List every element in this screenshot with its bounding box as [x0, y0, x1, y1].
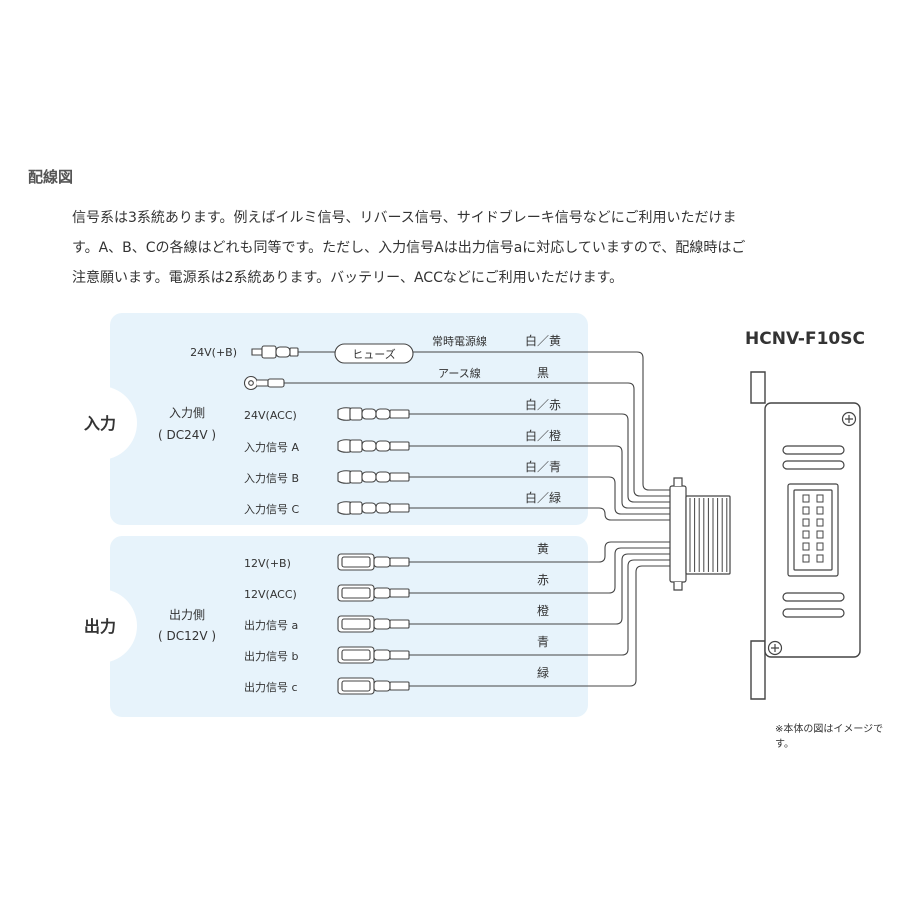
- socket-pin-10: [816, 542, 824, 551]
- description: 信号系は3系統あります。例えばイルミ信号、リバース信号、サイドブレーキ信号などに…: [72, 203, 867, 293]
- input-wire-5: [409, 476, 670, 515]
- socket-pin-2: [816, 494, 824, 503]
- socket-pin-1: [802, 494, 810, 503]
- ground-ring-terminal: [243, 375, 285, 391]
- input-wire-label-4: 入力信号 A: [244, 441, 299, 454]
- socket-pin-8: [816, 530, 824, 539]
- output-terminal-4: [337, 646, 410, 664]
- output-wire-color-3: 橙: [537, 603, 549, 618]
- connector-slots: [689, 498, 728, 572]
- output-wire-color-5: 緑: [537, 665, 549, 680]
- input-side-label: 入力側: [169, 406, 205, 420]
- output-wire-5: [409, 565, 670, 687]
- output-wire-label-1: 12V(+B): [244, 557, 291, 570]
- device-socket-pins: [802, 494, 824, 563]
- output-side-voltage: ( DC12V ): [158, 629, 216, 643]
- output-terminal-5: [337, 677, 410, 695]
- device-vents-top: [782, 445, 845, 470]
- output-wire-label-5: 出力信号 c: [244, 680, 298, 694]
- input-terminal-3: [337, 407, 410, 421]
- input-wire-3: [409, 413, 670, 503]
- wire-group: [284, 351, 670, 687]
- input-wire-6: [409, 507, 670, 521]
- socket-pin-7: [802, 530, 810, 539]
- socket-pin-12: [816, 554, 824, 563]
- output-wire-color-2: 赤: [537, 573, 549, 587]
- harness-connector: [669, 477, 731, 591]
- input-badge-label: 入力: [84, 414, 116, 433]
- input-terminal-5: [337, 470, 410, 484]
- socket-pin-4: [816, 506, 824, 515]
- input-wire-color-3: 白／赤: [525, 397, 561, 412]
- output-wire-color-4: 青: [537, 635, 549, 649]
- image-note: ※本体の図はイメージです。: [775, 724, 884, 750]
- input-wire-color-4: 白／橙: [525, 428, 561, 443]
- terminal-group: [251, 345, 410, 695]
- input-wire-color-5: 白／青: [525, 459, 561, 474]
- input-wire-color-2: 黒: [537, 366, 549, 380]
- input-wire-1: [323, 351, 670, 491]
- input-wire-desc-2: アース線: [438, 366, 481, 380]
- input-wire-desc-1: 常時電源線: [432, 334, 487, 348]
- output-wire-label-4: 出力信号 b: [244, 649, 298, 663]
- output-side-label: 出力側: [169, 608, 205, 622]
- input-wire-label-5: 入力信号 B: [244, 472, 299, 485]
- output-terminal-2: [337, 584, 410, 602]
- description-line-1: 信号系は3系統あります。例えばイルミ信号、リバース信号、サイドブレーキ信号などに…: [72, 210, 737, 226]
- description-line-3: 注意願います。電源系は2系統あります。バッテリー、ACCなどにご利用いただけます…: [72, 270, 624, 286]
- socket-pin-5: [802, 518, 810, 527]
- socket-pin-11: [802, 554, 810, 563]
- output-wire-label-2: 12V(ACC): [244, 588, 297, 601]
- diagram-title: 配線図: [28, 168, 74, 186]
- socket-pin-3: [802, 506, 810, 515]
- input-wire-2: [284, 382, 670, 497]
- input-terminal-4: [337, 439, 410, 453]
- input-wire-label-1: 24V(+B): [190, 346, 237, 359]
- input-wire-label-3: 24V(ACC): [244, 409, 297, 422]
- output-wire-label-3: 出力信号 a: [244, 618, 298, 632]
- input-wire-4: [409, 445, 670, 509]
- output-badge-label: 出力: [84, 617, 116, 636]
- output-wire-color-1: 黄: [537, 542, 549, 556]
- socket-pin-9: [802, 542, 810, 551]
- input-wire-color-6: 白／緑: [525, 490, 561, 505]
- input-terminal-1: [251, 345, 299, 359]
- output-wire-2: [409, 547, 670, 594]
- input-terminal-6: [337, 501, 410, 515]
- device-screw-bottom-icon: [767, 640, 783, 656]
- input-wire-label-6: 入力信号 C: [244, 503, 299, 516]
- fuse-box: [334, 343, 414, 364]
- device-socket: [787, 483, 839, 577]
- description-line-2: す。A、B、Cの各線はどれも同等です。ただし、入力信号Aは出力信号aに対応してい…: [72, 240, 746, 256]
- socket-pin-6: [816, 518, 824, 527]
- output-wire-4: [409, 559, 670, 656]
- input-badge: [63, 386, 137, 460]
- model-name: HCNV-F10SC: [745, 329, 865, 349]
- device-vents-bottom: [782, 592, 845, 618]
- output-badge: [63, 589, 137, 663]
- output-terminal-1: [337, 553, 410, 571]
- input-wire-color-1: 白／黄: [525, 333, 561, 348]
- fuse-label: ヒューズ: [352, 347, 395, 361]
- output-wire-3: [409, 553, 670, 625]
- output-terminal-3: [337, 615, 410, 633]
- device-screw-top-icon: [841, 411, 857, 427]
- output-wire-1: [409, 541, 670, 563]
- input-side-voltage: ( DC24V ): [158, 428, 216, 442]
